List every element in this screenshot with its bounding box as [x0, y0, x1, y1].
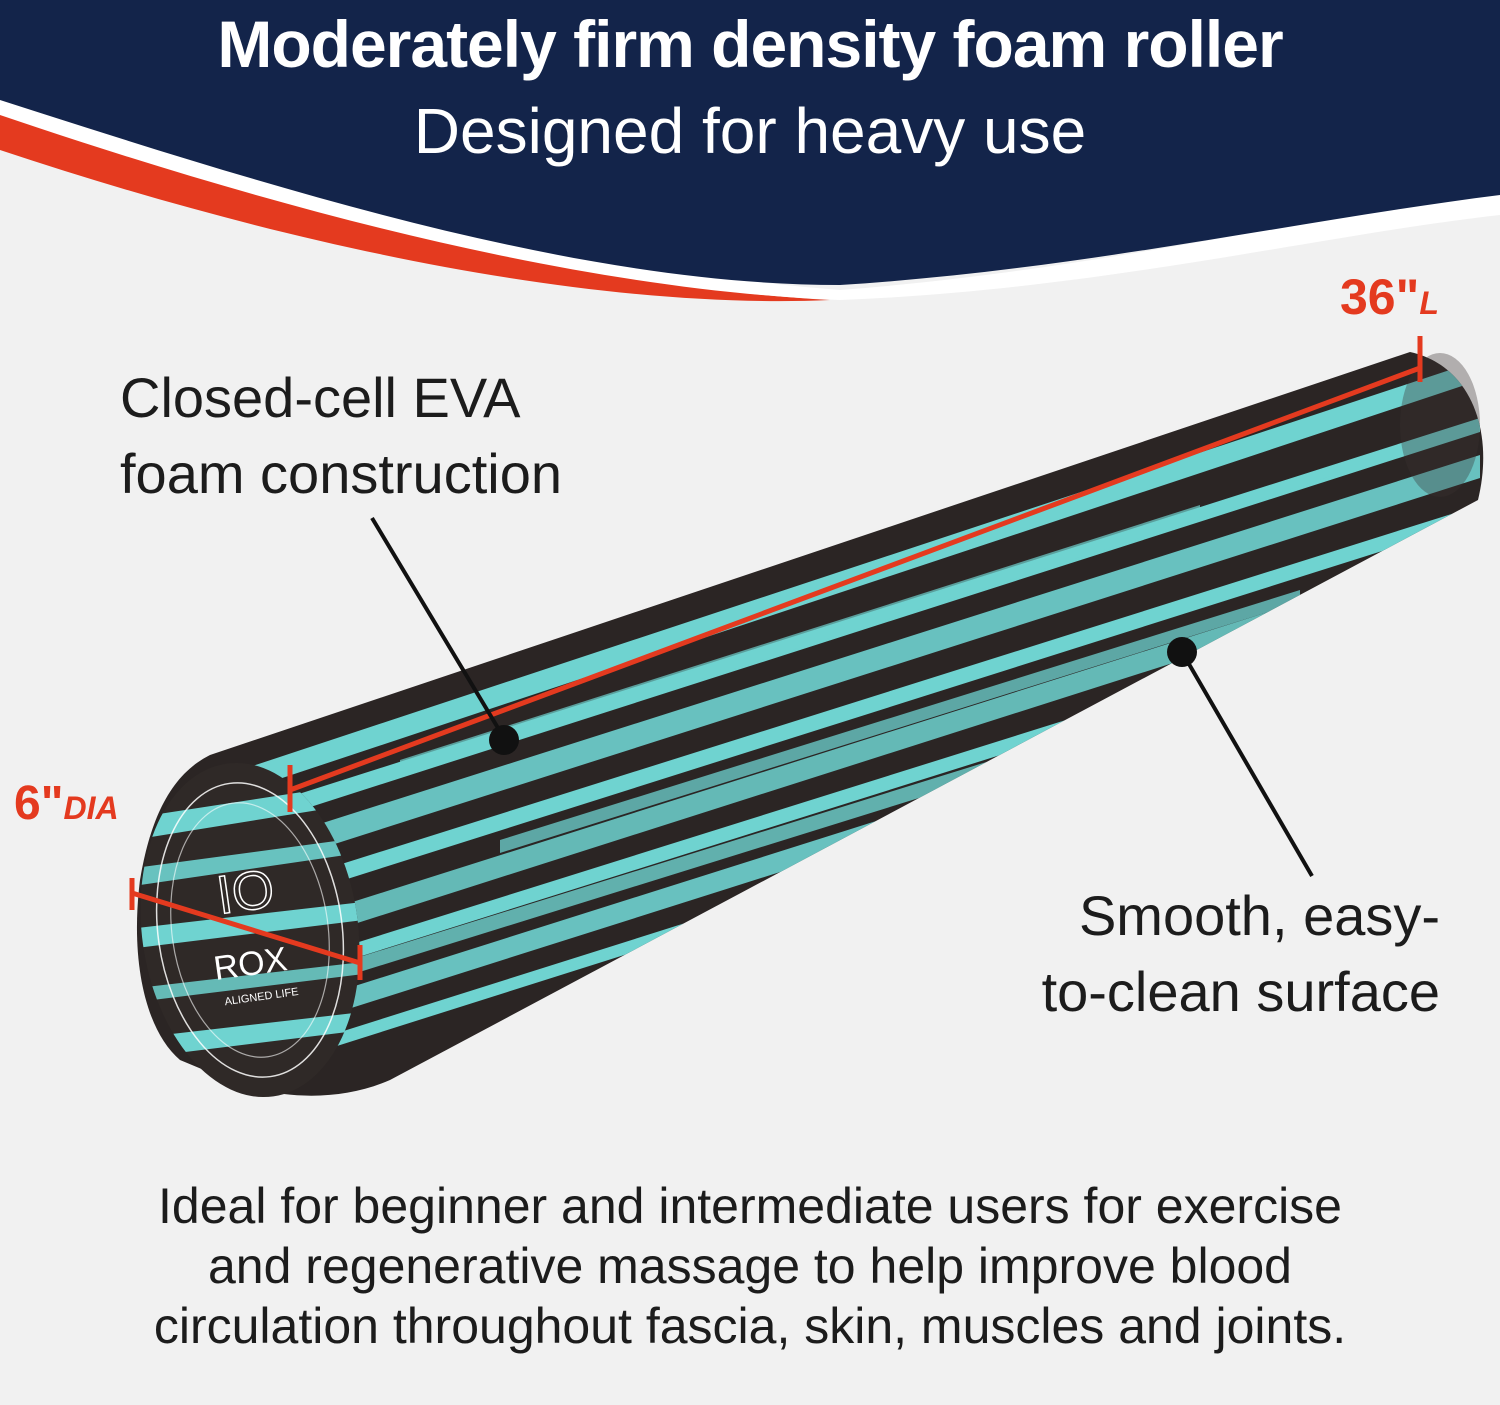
red-swoosh-shape — [0, 100, 830, 302]
length-value: 36" — [1340, 269, 1420, 325]
roller-front-face: IO ROX ALIGNED LIFE — [120, 762, 380, 1098]
diameter-dimension-line — [129, 878, 363, 980]
diameter-unit: DIA — [63, 790, 119, 826]
surface-callout-leader — [1167, 637, 1314, 878]
material-callout-line: Closed-cell EVA — [120, 366, 521, 429]
roller-end-cap — [1400, 353, 1480, 497]
material-callout-leader — [370, 516, 519, 755]
length-unit: L — [1419, 285, 1439, 321]
material-callout: Closed-cell EVA foam construction — [120, 360, 640, 512]
white-swoosh-shape — [0, 90, 1500, 300]
logo-mark: IO — [213, 858, 278, 925]
navy-header-band — [0, 0, 1500, 285]
surface-callout-line: to-clean surface — [1041, 960, 1440, 1023]
diameter-label: 6"DIA — [14, 776, 119, 831]
headline: Moderately firm density foam roller — [217, 7, 1283, 81]
description-line: circulation throughout fascia, skin, mus… — [153, 1298, 1347, 1354]
material-callout-line: foam construction — [120, 442, 562, 505]
length-dimension-line — [287, 336, 1423, 812]
surface-callout-line: Smooth, easy- — [1078, 884, 1440, 947]
length-label: 36"L — [1340, 268, 1439, 326]
product-description: Ideal for beginner and intermediate user… — [100, 1176, 1400, 1356]
subheadline: Designed for heavy use — [413, 95, 1087, 167]
surface-callout: Smooth, easy- to-clean surface — [980, 878, 1440, 1030]
description-line: Ideal for beginner and intermediate user… — [158, 1178, 1342, 1234]
diameter-value: 6" — [14, 777, 64, 830]
description-line: and regenerative massage to help improve… — [207, 1238, 1292, 1294]
